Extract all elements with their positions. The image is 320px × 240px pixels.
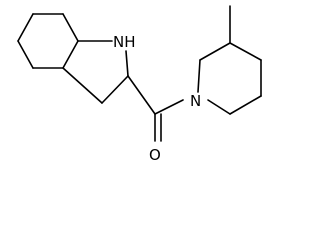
oxygen-label: O [149, 146, 161, 164]
bond-c9-c10 [199, 42, 231, 61]
nh-label: NH [113, 33, 136, 51]
bond-c8-c4 [62, 67, 103, 104]
bond-c7-c8 [101, 75, 129, 104]
bond-nh-c7 [125, 50, 129, 77]
bond-c5-c6 [17, 40, 34, 69]
bond-c10-c11 [229, 42, 262, 61]
bond-c13-n [207, 99, 231, 115]
bond-c2-c3 [62, 13, 79, 42]
bond-c12-c13 [229, 95, 262, 115]
piperidine-n-label: N [190, 92, 201, 110]
bond-c6-c1 [17, 13, 34, 42]
structure-diagram: NH N O [17, 5, 262, 164]
molecule-svg: NH N O [17, 5, 262, 164]
bond-n-c9 [197, 59, 201, 93]
bond-carbonyl-n [154, 99, 184, 115]
bond-c3-c4 [62, 40, 79, 69]
bond-c7-carbonyl [127, 75, 156, 115]
